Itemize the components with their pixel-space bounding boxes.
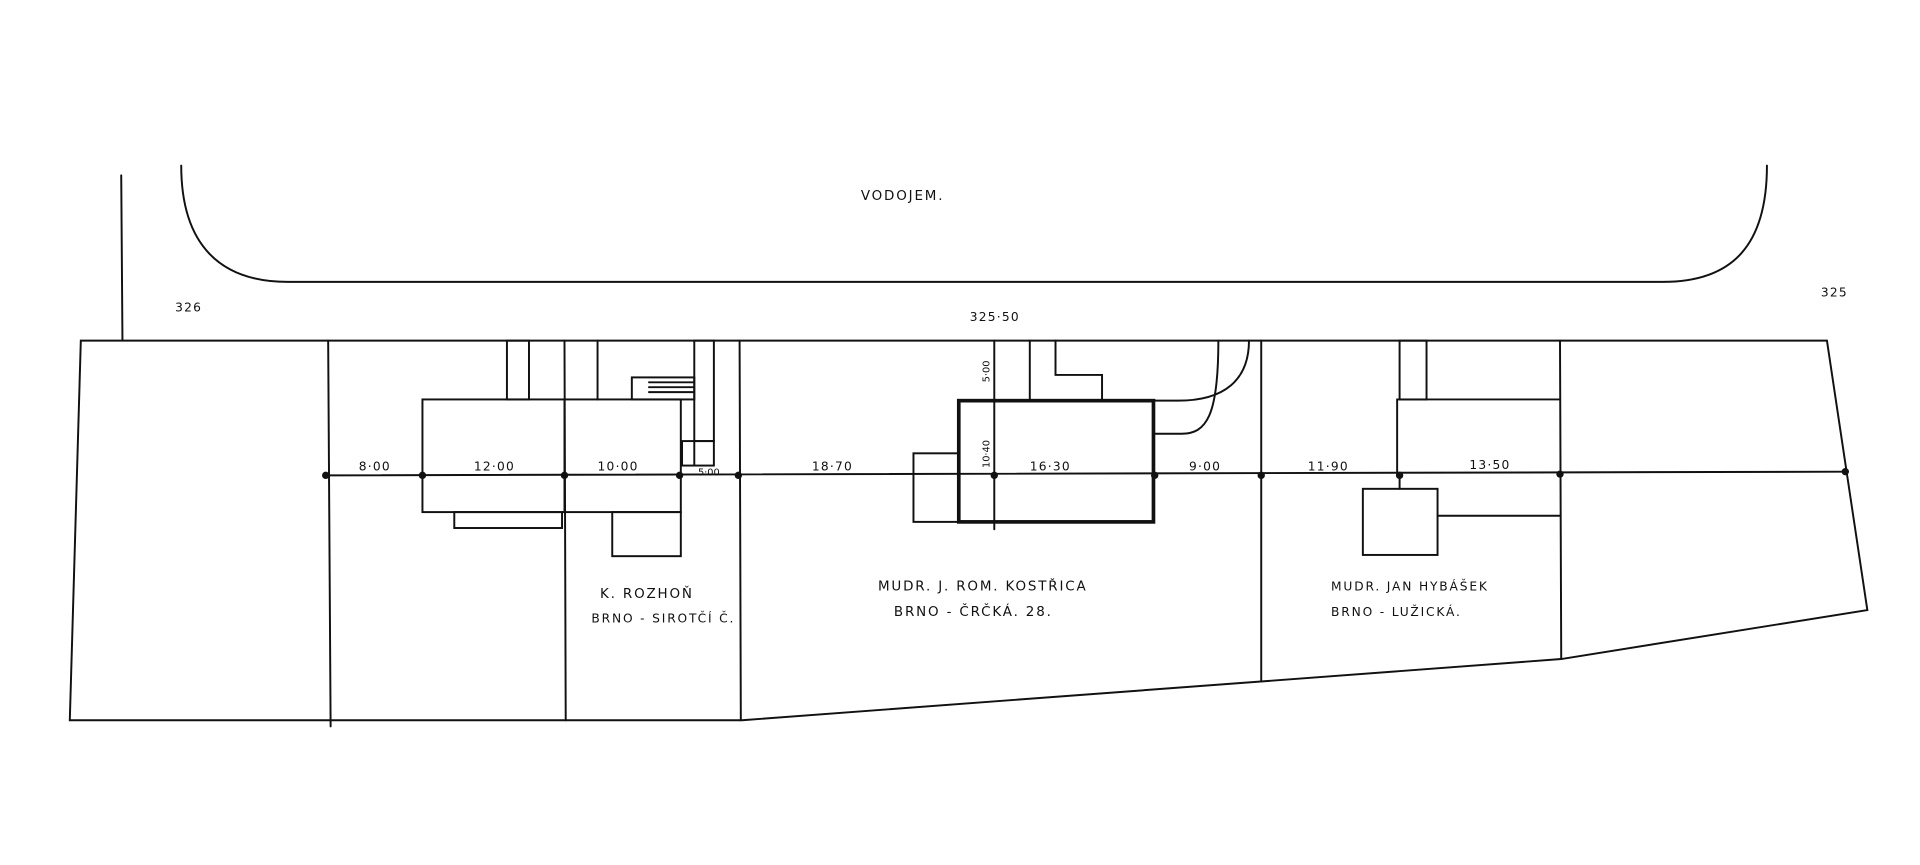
dim-10-00: 10·00 <box>598 459 639 473</box>
owner-address-kostrica: BRNO - ČRČKÁ. 28. <box>894 602 1053 620</box>
reservoir-outline <box>180 164 1768 283</box>
dimension-line <box>324 470 1847 477</box>
owner-address-rozhon: BRNO - SIROTČÍ Č. <box>591 610 735 625</box>
parcel-boundary <box>68 339 1869 722</box>
vdim-10-40: 10·40 <box>981 440 992 468</box>
hybasek-house <box>1361 339 1561 556</box>
dim-8-00: 8·00 <box>359 459 391 473</box>
dim-9-00: 9·00 <box>1189 459 1221 473</box>
owner-address-hybasek: BRNO - LUŽICKÁ. <box>1331 604 1462 619</box>
left-boundary-line <box>120 174 124 341</box>
dim-5-00: 5·00 <box>698 467 720 478</box>
owner-name-kostrica: MUDR. J. ROM. KOSTŘICA <box>878 577 1088 594</box>
reservoir-label: VODOJEM. <box>861 189 945 204</box>
dim-18-70: 18·70 <box>812 459 853 473</box>
dim-16-30: 16·30 <box>1030 459 1071 473</box>
dim-13-50: 13·50 <box>1469 458 1510 472</box>
dim-11-90: 11·90 <box>1308 459 1349 473</box>
vdim-5-00: 5·00 <box>981 361 992 383</box>
elevation-right: 325 <box>1821 286 1848 300</box>
elevation-left: 326 <box>175 300 202 314</box>
dim-12-00: 12·00 <box>474 459 515 473</box>
owner-name-rozhon: K. ROZHOŇ <box>600 585 694 602</box>
elevation-center: 325·50 <box>970 310 1020 324</box>
owner-name-hybasek: MUDR. JAN HYBÁŠEK <box>1331 578 1489 593</box>
kostrica-house <box>912 339 1250 531</box>
rozhon-house <box>421 339 715 558</box>
